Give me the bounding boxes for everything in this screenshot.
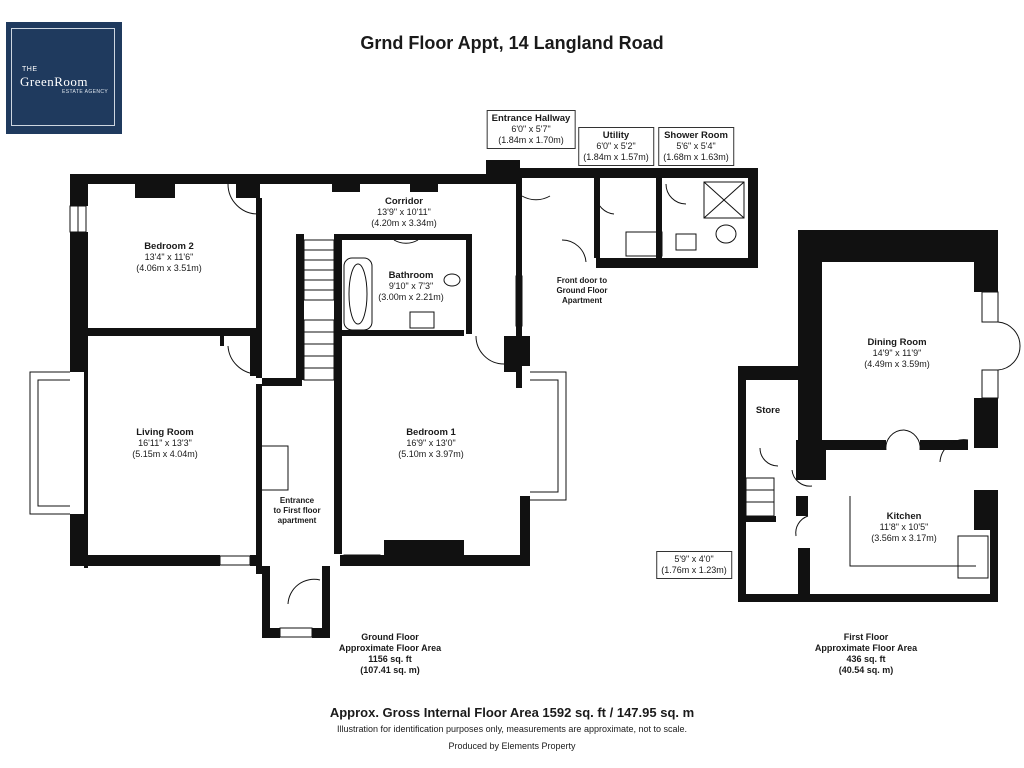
entrance-first-note-line: apartment xyxy=(277,516,317,525)
disclaimer: Illustration for identification purposes… xyxy=(336,724,687,734)
label-entrance-hallway: Entrance Hallway 6'0" x 5'7" (1.84m x 1.… xyxy=(486,110,576,149)
plan-title: Grnd Floor Appt, 14 Langland Road xyxy=(360,33,664,53)
front-door-note-line: Ground Floor xyxy=(556,286,608,295)
first-floor-area: First Floor Approximate Floor Area 436 s… xyxy=(815,632,917,676)
first-floor-walls xyxy=(738,230,998,602)
bedroom-1-name: Bedroom 1 xyxy=(406,427,456,438)
ground-floor-area-line: 1156 sq. ft xyxy=(368,654,412,664)
bathroom-metric: (3.00m x 2.21m) xyxy=(378,292,444,302)
kitchen-imperial: 11'8" x 10'5" xyxy=(879,522,929,532)
label-store: Store xyxy=(756,405,780,416)
bedroom-1-imperial: 16'9" x 13'0" xyxy=(406,438,456,448)
bedroom-1-metric: (5.10m x 3.97m) xyxy=(398,449,464,459)
utility-imperial: 6'0" x 5'2" xyxy=(596,141,636,151)
ground-floor-area-line: Ground Floor xyxy=(361,632,419,642)
living-room-name: Living Room xyxy=(136,427,194,438)
shower-room-imperial: 5'6" x 5'4" xyxy=(676,141,716,151)
gross-area: Approx. Gross Internal Floor Area 1592 s… xyxy=(329,705,695,720)
label-dining-room: Dining Room 14'9" x 11'9" (4.49m x 3.59m… xyxy=(864,337,930,370)
landing-box-imperial: 5'9" x 4'0" xyxy=(674,554,714,564)
corridor-imperial: 13'9" x 10'11" xyxy=(377,207,431,217)
ground-floor-walls xyxy=(70,160,758,638)
utility-metric: (1.84m x 1.57m) xyxy=(583,152,649,162)
ground-floor-area-line: (107.41 sq. m) xyxy=(360,665,420,675)
kitchen-name: Kitchen xyxy=(886,511,922,522)
entrance-hallway-imperial: 6'0" x 5'7" xyxy=(511,124,551,134)
first-floor-area-line: Approximate Floor Area xyxy=(814,643,918,653)
dining-room-metric: (4.49m x 3.59m) xyxy=(864,359,930,369)
store-name: Store xyxy=(755,405,781,416)
label-kitchen: Kitchen 11'8" x 10'5" (3.56m x 3.17m) xyxy=(871,511,937,544)
first-floor-area-line: (40.54 sq. m) xyxy=(838,665,894,675)
label-corridor: Corridor 13'9" x 10'11" (4.20m x 3.34m) xyxy=(371,196,437,229)
corridor-name: Corridor xyxy=(385,196,423,207)
logo-frame xyxy=(11,28,115,126)
label-living-room: Living Room 16'11" x 13'3" (5.15m x 4.04… xyxy=(132,427,198,460)
label-bedroom-1: Bedroom 1 16'9" x 13'0" (5.10m x 3.97m) xyxy=(398,427,464,460)
front-door-note: Front door to Ground Floor Apartment xyxy=(556,276,607,306)
first-floor-area-line: 436 sq. ft xyxy=(846,654,886,664)
label-bedroom-2: Bedroom 2 13'4" x 11'6" (4.06m x 3.51m) xyxy=(136,241,202,274)
logo-subtitle: ESTATE AGENCY xyxy=(62,89,109,95)
front-door-note-line: Front door to xyxy=(556,276,608,285)
first-floor-details xyxy=(745,291,1021,579)
bedroom-2-name: Bedroom 2 xyxy=(144,241,194,252)
dining-room-imperial: 14'9" x 11'9" xyxy=(872,348,922,358)
shower-room-name: Shower Room xyxy=(664,130,728,141)
dining-room-name: Dining Room xyxy=(867,337,927,348)
corridor-metric: (4.20m x 3.34m) xyxy=(371,218,437,228)
ground-floor-area: Ground Floor Approximate Floor Area 1156… xyxy=(339,632,441,676)
label-shower-room: Shower Room 5'6" x 5'4" (1.68m x 1.63m) xyxy=(658,127,734,166)
bedroom-2-imperial: 13'4" x 11'6" xyxy=(144,252,194,262)
entrance-first-note-line: to First floor xyxy=(273,506,321,515)
living-room-metric: (5.15m x 4.04m) xyxy=(132,449,198,459)
entrance-hallway-metric: (1.84m x 1.70m) xyxy=(498,135,564,145)
label-utility: Utility 6'0" x 5'2" (1.84m x 1.57m) xyxy=(578,127,654,166)
landing-box-metric: (1.76m x 1.23m) xyxy=(661,565,727,575)
label-landing-box: 5'9" x 4'0" (1.76m x 1.23m) xyxy=(656,551,732,579)
utility-name: Utility xyxy=(602,130,630,141)
logo: THE GreenRoom ESTATE AGENCY xyxy=(6,22,122,134)
first-floor-area-line: First Floor xyxy=(843,632,889,642)
producer-credit: Produced by Elements Property xyxy=(448,741,576,751)
logo-brand: GreenRoom xyxy=(20,74,89,89)
kitchen-metric: (3.56m x 3.17m) xyxy=(871,533,937,543)
front-door-note-line: Apartment xyxy=(561,296,603,305)
entrance-first-note-line: Entrance xyxy=(279,496,315,505)
logo-prefix: THE xyxy=(22,66,38,73)
bathroom-name: Bathroom xyxy=(388,270,434,281)
ground-floor-details xyxy=(29,181,745,638)
living-room-imperial: 16'11" x 13'3" xyxy=(138,438,192,448)
bedroom-2-metric: (4.06m x 3.51m) xyxy=(136,263,202,273)
label-bathroom: Bathroom 9'10" x 7'3" (3.00m x 2.21m) xyxy=(378,270,444,303)
shower-room-metric: (1.68m x 1.63m) xyxy=(663,152,729,162)
bathroom-imperial: 9'10" x 7'3" xyxy=(388,281,434,291)
entrance-hallway-name: Entrance Hallway xyxy=(491,113,571,124)
ground-floor-area-line: Approximate Floor Area xyxy=(338,643,442,653)
entrance-first-note: Entrance to First floor apartment xyxy=(273,496,320,526)
